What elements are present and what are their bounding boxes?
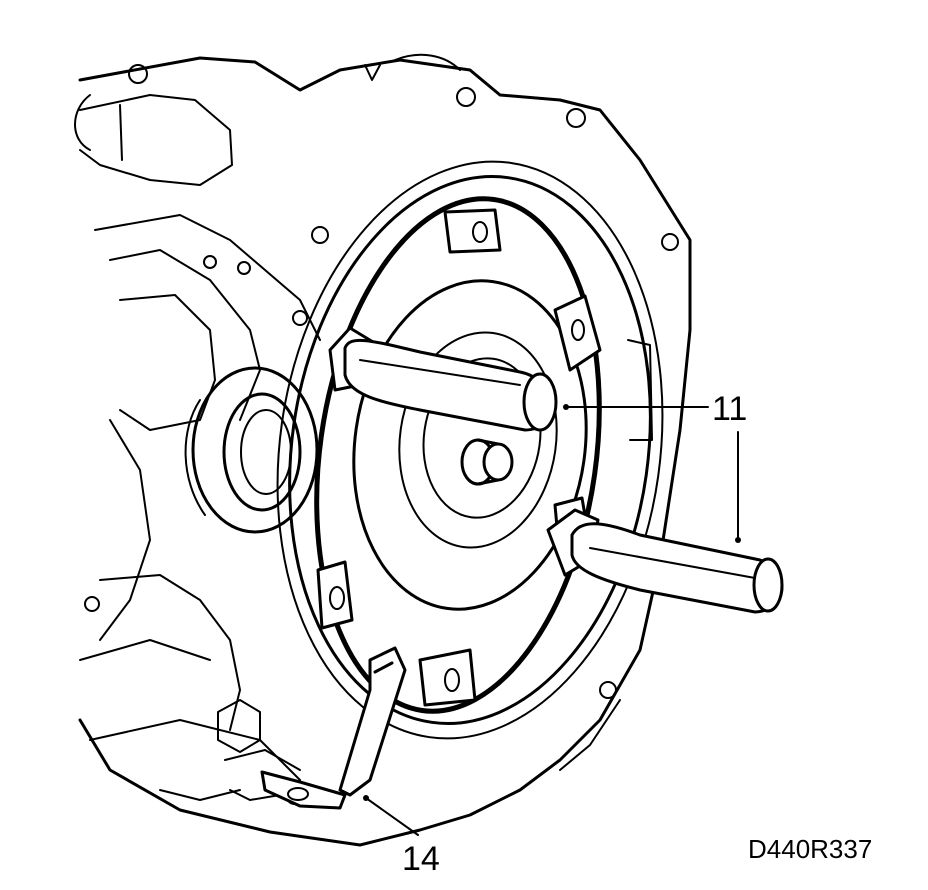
tool-14-locking-bracket: [260, 646, 407, 810]
callout-11: 11: [712, 390, 747, 428]
tool-11-lower-handle: [546, 508, 784, 614]
leader-lines: [363, 404, 741, 836]
bell-housing-flange: [276, 160, 664, 771]
torque-converter: [314, 196, 602, 714]
figure-code: D440R337: [748, 834, 872, 864]
callout-14: 14: [402, 840, 440, 878]
transmission-case: [74, 53, 692, 847]
tool-11-upper-handle: [328, 326, 558, 432]
center-hub: [460, 438, 514, 486]
